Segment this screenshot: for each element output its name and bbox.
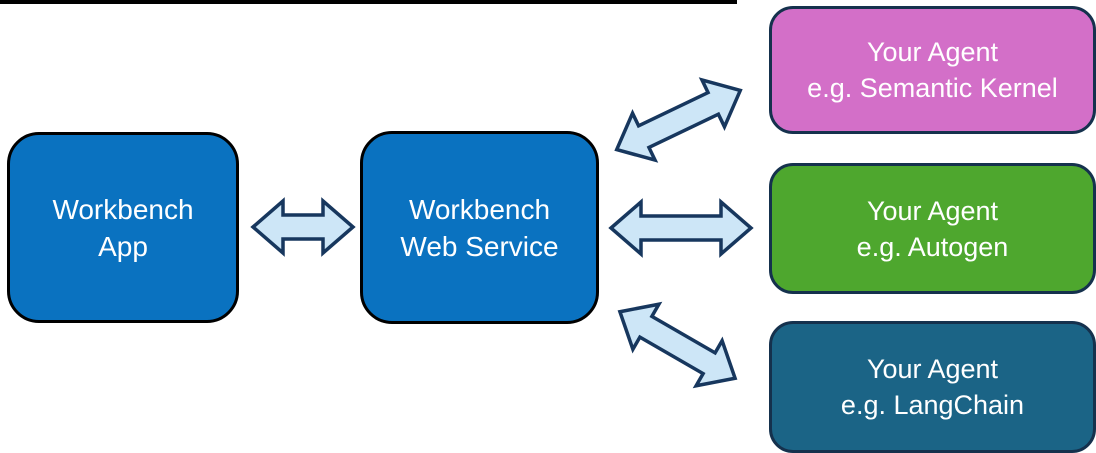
node-label-line: Workbench (408, 193, 551, 225)
node-label-line: e.g. LangChain (840, 390, 1025, 420)
double-arrow-webservice-semantic-kernel (614, 77, 743, 163)
double-arrow-webservice-langchain (617, 301, 738, 389)
node-workbench-app: Workbench App (7, 132, 239, 323)
node-agent-semantic-kernel: Your Agent e.g. Semantic Kernel (769, 6, 1096, 134)
node-label-line: e.g. Autogen (856, 231, 1009, 262)
double-arrow-app-webservice (250, 197, 356, 257)
node-label-line: Web Service (400, 230, 559, 262)
node-agent-langchain: Your Agent e.g. LangChain (769, 321, 1096, 453)
node-workbench-web-service: Workbench Web Service (360, 131, 599, 324)
double-arrow-webservice-autogen (608, 198, 754, 258)
node-label-line: App (98, 230, 148, 262)
top-border-line (0, 0, 737, 4)
node-label-line: Your Agent (866, 354, 999, 384)
node-label-line: Your Agent (866, 37, 999, 67)
node-label-line: Your Agent (866, 195, 999, 226)
node-agent-autogen: Your Agent e.g. Autogen (769, 163, 1096, 294)
node-label-line: Workbench (52, 193, 194, 225)
node-label-line: e.g. Semantic Kernel (807, 73, 1058, 103)
